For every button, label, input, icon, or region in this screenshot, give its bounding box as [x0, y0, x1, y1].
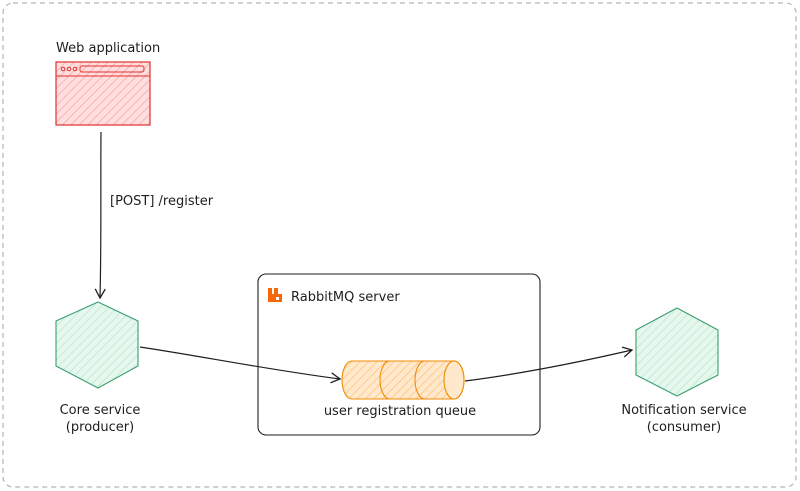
core-service-hexagon [55, 301, 139, 389]
rabbitmq-server-label: RabbitMQ server [291, 290, 400, 305]
rabbitmq-server-container [257, 273, 541, 436]
core-service-name: Core service [59, 403, 141, 418]
web-application-label: Web application [56, 41, 161, 56]
rabbitmq-logo-icon [268, 288, 282, 302]
notification-service-role: (consumer) [646, 420, 722, 435]
register-request-arrow [94, 131, 106, 300]
consume-arrow [464, 346, 634, 382]
notification-service-label: Notification service (consumer) [621, 402, 746, 436]
notification-service-name: Notification service [621, 403, 747, 418]
core-service-label: Core service (producer) [60, 402, 141, 436]
web-application-browser-icon [55, 61, 151, 126]
publish-arrow [139, 346, 342, 384]
queue-label: user registration queue [323, 404, 477, 419]
user-registration-queue-cylinder [341, 360, 465, 400]
register-endpoint-label: [POST] /register [110, 194, 214, 209]
core-service-role: (producer) [65, 420, 135, 435]
notification-service-hexagon [635, 307, 719, 397]
